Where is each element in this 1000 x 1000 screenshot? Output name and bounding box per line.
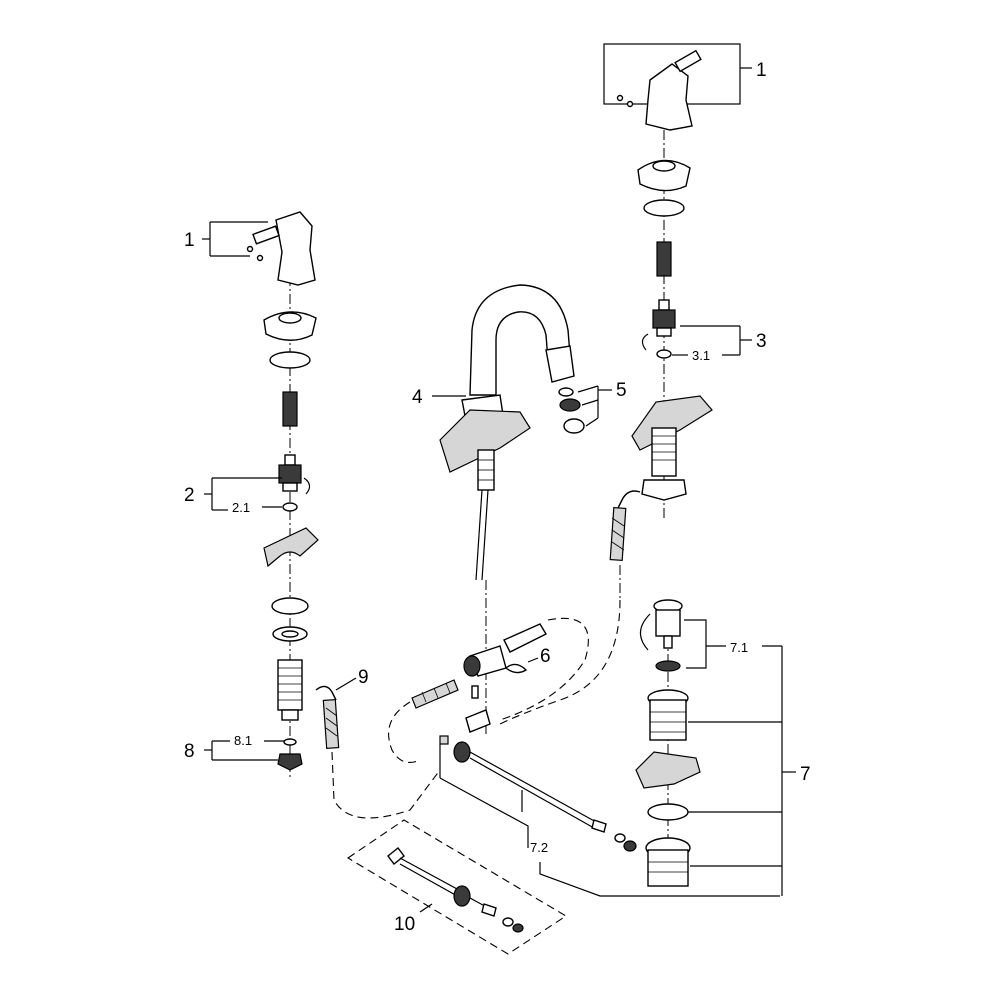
callout-2: 2	[184, 485, 195, 506]
tee-connector	[411, 623, 547, 745]
right-small-o-ring	[656, 349, 672, 359]
drain-callouts: 7.1 7	[684, 619, 811, 896]
callout-7-2: 7.2	[530, 840, 548, 855]
left-small-o-ring	[282, 502, 298, 512]
left-callouts: 1 2 2.1 8 8.1 9	[184, 221, 369, 762]
optional-rod-kit	[346, 819, 568, 955]
callout-6: 6	[540, 646, 551, 667]
callout-8: 8	[184, 741, 195, 762]
left-small-washer	[283, 738, 297, 746]
spout-base-wedge	[439, 409, 531, 473]
callout-1-left: 1	[184, 230, 195, 251]
callout-3: 3	[756, 331, 767, 352]
drain-stopper	[639, 599, 683, 672]
aerator-parts	[558, 385, 612, 434]
left-nut	[277, 753, 303, 771]
drain-body	[645, 837, 691, 887]
callout-1-right: 1	[756, 60, 767, 81]
callout-7: 7	[800, 764, 811, 785]
callout-2-1: 2.1	[232, 500, 250, 515]
callout-5: 5	[616, 380, 627, 401]
right-supply-hose	[609, 490, 641, 600]
left-spline-adapter	[282, 391, 298, 427]
right-o-ring	[643, 199, 685, 217]
spout-assembly	[439, 284, 575, 735]
callout-4: 4	[412, 387, 423, 408]
drain-mounting-wedge	[635, 751, 701, 789]
left-escutcheon	[263, 311, 317, 341]
callout-7-1: 7.1	[730, 640, 748, 655]
right-spline-adapter	[656, 241, 672, 277]
left-handle	[246, 211, 316, 286]
left-mounting-wedge	[263, 527, 319, 568]
callout-3-1: 3.1	[692, 348, 710, 363]
dashed-hose-route	[388, 599, 621, 763]
right-escutcheon	[637, 159, 691, 192]
callout-10: 10	[394, 914, 415, 935]
right-threaded-shank	[641, 427, 687, 501]
left-cartridge	[278, 454, 311, 495]
left-threaded-shank	[277, 659, 303, 721]
left-valve-assembly	[246, 211, 319, 780]
lift-rod-assembly	[439, 741, 780, 897]
left-washer-top	[271, 597, 309, 615]
drain-gasket	[647, 803, 689, 821]
drain-flange	[647, 689, 689, 741]
right-cartridge	[641, 299, 676, 351]
drain-assembly	[635, 599, 701, 887]
left-o-ring	[269, 351, 311, 369]
callout-8-1: 8.1	[234, 733, 252, 748]
left-supply-hose	[315, 685, 441, 819]
right-callouts: 1 3 3.1	[672, 60, 767, 363]
callout-9: 9	[358, 667, 369, 688]
right-handle	[603, 43, 741, 131]
right-valve-assembly	[603, 43, 741, 520]
